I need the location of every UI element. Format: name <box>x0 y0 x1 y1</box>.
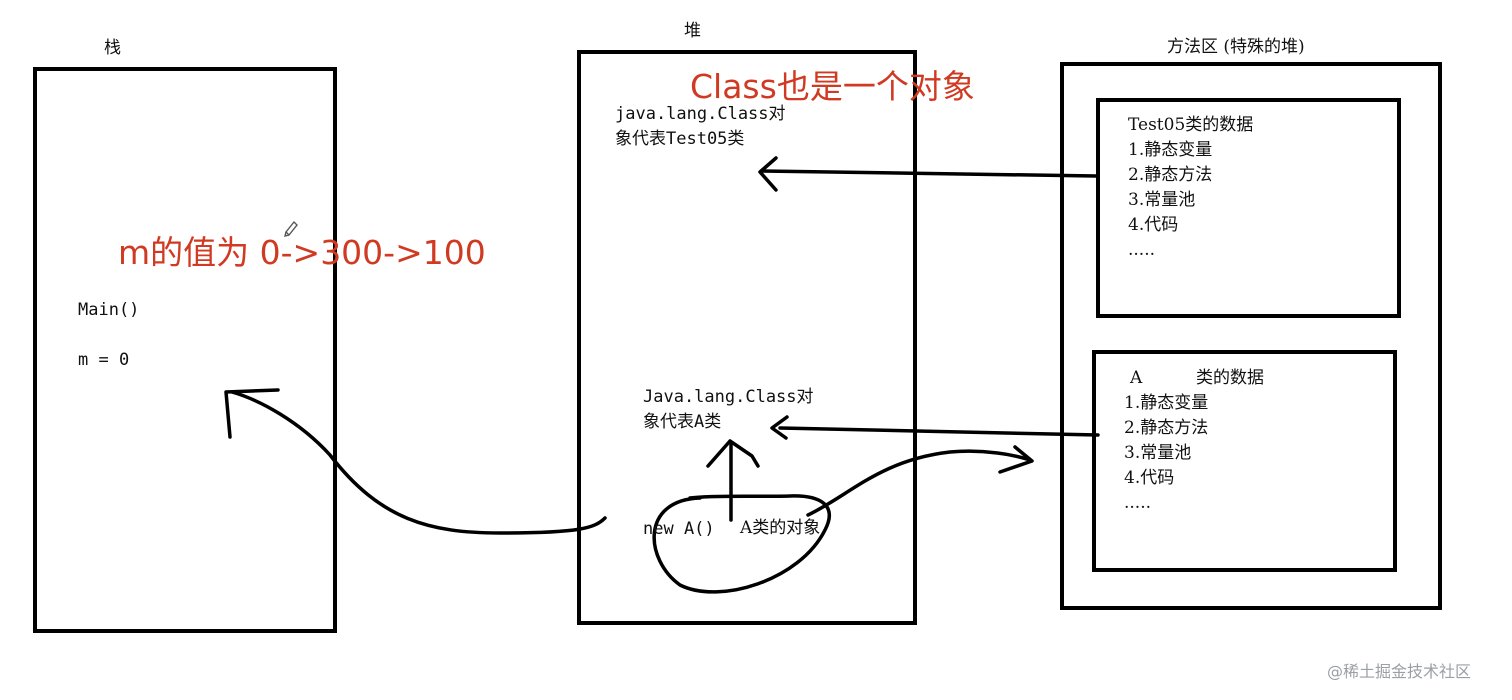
arrowhead-a-data-right <box>998 445 1034 474</box>
a-instance-label: A类的对象 <box>740 518 821 538</box>
stack-var-m: m = 0 <box>78 350 130 370</box>
test05-data-item: 1.静态变量 <box>1128 140 1213 160</box>
a-class-data-item: 4.代码 <box>1124 468 1175 488</box>
arrow-test05-to-class-object <box>760 169 1098 178</box>
heap-title: 堆 <box>684 21 701 41</box>
class-object-a: Java.lang.Class对 象代表A类 <box>643 385 814 435</box>
test05-data-item: 4.代码 <box>1128 215 1179 235</box>
test05-data-item: 3.常量池 <box>1128 190 1196 210</box>
class-object-test05-line-1: java.lang.Class对 <box>615 104 786 124</box>
a-class-data: A 类的数据 1.静态变量 2.静态方法 3.常量池 4.代码 ..... <box>1124 366 1264 516</box>
arrowhead-a-data <box>770 415 789 440</box>
heap-box <box>577 50 917 625</box>
test05-data-item: 2.静态方法 <box>1128 165 1213 185</box>
test05-data-header: Test05类的数据 <box>1128 115 1254 135</box>
a-class-data-item: 3.常量池 <box>1124 443 1192 463</box>
a-class-data-item: 2.静态方法 <box>1124 418 1209 438</box>
test05-data-box <box>1096 98 1401 318</box>
curve-instance-to-stack-m <box>230 390 607 535</box>
method-area-box <box>1060 62 1442 610</box>
heap-class-note: Class也是一个对象 <box>690 67 975 106</box>
arrow-a-data-to-class-object <box>778 426 1100 437</box>
arrowhead-stack-m <box>224 388 280 439</box>
class-object-test05-line-2: 象代表Test05类 <box>615 129 745 149</box>
loop-around-new-a <box>652 494 832 594</box>
class-object-test05: java.lang.Class对 象代表Test05类 <box>615 102 786 152</box>
a-class-data-header-rest: 类的数据 <box>1196 368 1264 388</box>
class-object-a-line-1: Java.lang.Class对 <box>643 387 814 407</box>
a-class-data-header: A 类的数据 <box>1124 366 1264 391</box>
arrowhead-instance <box>706 439 760 468</box>
new-a-label: new A() <box>643 519 715 539</box>
curve-instance-to-a-data <box>806 449 1032 517</box>
method-area-title: 方法区 (特殊的堆) <box>1167 37 1305 57</box>
stack-title: 栈 <box>104 38 121 58</box>
a-class-data-header-a: A <box>1130 368 1143 388</box>
arrowhead-test05 <box>758 156 778 192</box>
pencil-cursor-icon <box>284 220 298 237</box>
stack-m-value-note: m的值为 0->300->100 <box>118 233 486 272</box>
test05-data: Test05类的数据 1.静态变量 2.静态方法 3.常量池 4.代码 ....… <box>1128 113 1253 263</box>
stack-box <box>33 67 337 633</box>
watermark: @稀土掘金技术社区 <box>1327 662 1472 681</box>
class-object-a-line-2: 象代表A类 <box>643 412 722 432</box>
test05-data-item: ..... <box>1128 240 1156 260</box>
a-class-data-item: 1.静态变量 <box>1124 393 1209 413</box>
stack-main-label: Main() <box>78 300 140 320</box>
a-class-data-box <box>1092 350 1397 572</box>
a-class-data-item: ..... <box>1124 493 1152 513</box>
